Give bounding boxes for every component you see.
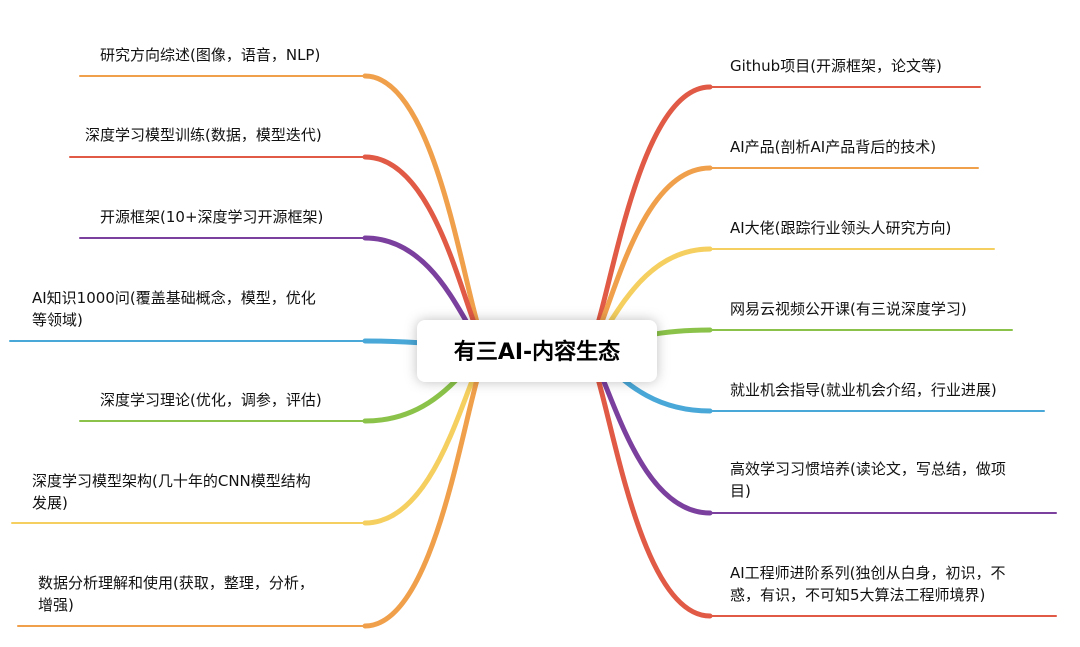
left-branch-3-line-1: 等领域) xyxy=(32,311,83,329)
right-branch-5-line-1: 目) xyxy=(730,482,751,500)
left-branch-0-line-0: 研究方向综述(图像，语音，NLP) xyxy=(100,46,320,64)
left-branch-2-label[interactable]: 开源框架(10+深度学习开源框架) xyxy=(100,208,323,226)
left-branch-5-label[interactable]: 深度学习模型架构(几十年的CNN模型结构发展) xyxy=(32,472,311,512)
left-branch-2-line-0: 开源框架(10+深度学习开源框架) xyxy=(100,208,323,226)
left-branch-4-line-0: 深度学习理论(优化，调参，评估) xyxy=(100,391,322,409)
left-branch-5-line-1: 发展) xyxy=(32,494,68,512)
center-node-title: 有三AI-内容生态 xyxy=(454,339,620,365)
left-branch-3-line-0: AI知识1000问(覆盖基础概念，模型，优化 xyxy=(32,289,316,307)
left-branch-6-connector xyxy=(362,348,493,629)
left-branch-1-label[interactable]: 深度学习模型训练(数据，模型迭代) xyxy=(85,126,322,144)
left-branch-6-line-0: 数据分析理解和使用(获取，整理，分析， xyxy=(38,574,314,592)
right-branch-3-line-0: 网易云视频公开课(有三说深度学习) xyxy=(730,300,967,318)
right-branch-6-connector xyxy=(582,348,713,619)
left-branch-3-label[interactable]: AI知识1000问(覆盖基础概念，模型，优化等领域) xyxy=(32,289,316,329)
branch-labels: 研究方向综述(图像，语音，NLP) 深度学习模型训练(数据，模型迭代) 开源框架(1… xyxy=(32,46,1006,614)
right-branch-6-line-0: AI工程师进阶系列(独创从白身，初识，不 xyxy=(730,564,1006,582)
center-node-box xyxy=(417,320,657,382)
right-branch-4-label[interactable]: 就业机会指导(就业机会介绍，行业进展) xyxy=(730,381,997,399)
left-branch-6-label[interactable]: 数据分析理解和使用(获取，整理，分析， 增强) xyxy=(38,574,314,614)
left-branch-5-line-0: 深度学习模型架构(几十年的CNN模型结构 xyxy=(32,472,311,490)
right-branch-1-label[interactable]: AI产品(剖析AI产品背后的技术) xyxy=(730,138,936,156)
left-branch-6-line-1: 增强) xyxy=(38,596,74,614)
right-branch-4-line-0: 就业机会指导(就业机会介绍，行业进展) xyxy=(730,381,997,399)
right-branch-5-line-0: 高效学习习惯培养(读论文，写总结，做项 xyxy=(730,460,1006,478)
left-branch-4-label[interactable]: 深度学习理论(优化，调参，评估) xyxy=(100,391,322,409)
right-branch-6-label[interactable]: AI工程师进阶系列(独创从白身，初识，不惑，有识，不可知5大算法工程师境界) xyxy=(730,564,1006,604)
right-branch-3-label[interactable]: 网易云视频公开课(有三说深度学习) xyxy=(730,300,967,318)
right-branch-5-label[interactable]: 高效学习习惯培养(读论文，写总结，做项目) xyxy=(730,460,1006,500)
right-branch-6-line-1: 惑，有识，不可知5大算法工程师境界) xyxy=(730,586,985,604)
left-branch-1-line-0: 深度学习模型训练(数据，模型迭代) xyxy=(85,126,322,144)
right-branch-2-label[interactable]: AI大佬(跟踪行业领头人研究方向) xyxy=(730,219,951,237)
center-node[interactable]: 有三AI-内容生态 xyxy=(417,320,657,382)
left-branch-0-label[interactable]: 研究方向综述(图像，语音，NLP) xyxy=(100,46,320,64)
right-branch-0-line-0: Github项目(开源框架，论文等) xyxy=(730,57,942,75)
right-branch-2-line-0: AI大佬(跟踪行业领头人研究方向) xyxy=(730,219,951,237)
right-branch-0-label[interactable]: Github项目(开源框架，论文等) xyxy=(730,57,942,75)
right-branch-1-line-0: AI产品(剖析AI产品背后的技术) xyxy=(730,138,936,156)
